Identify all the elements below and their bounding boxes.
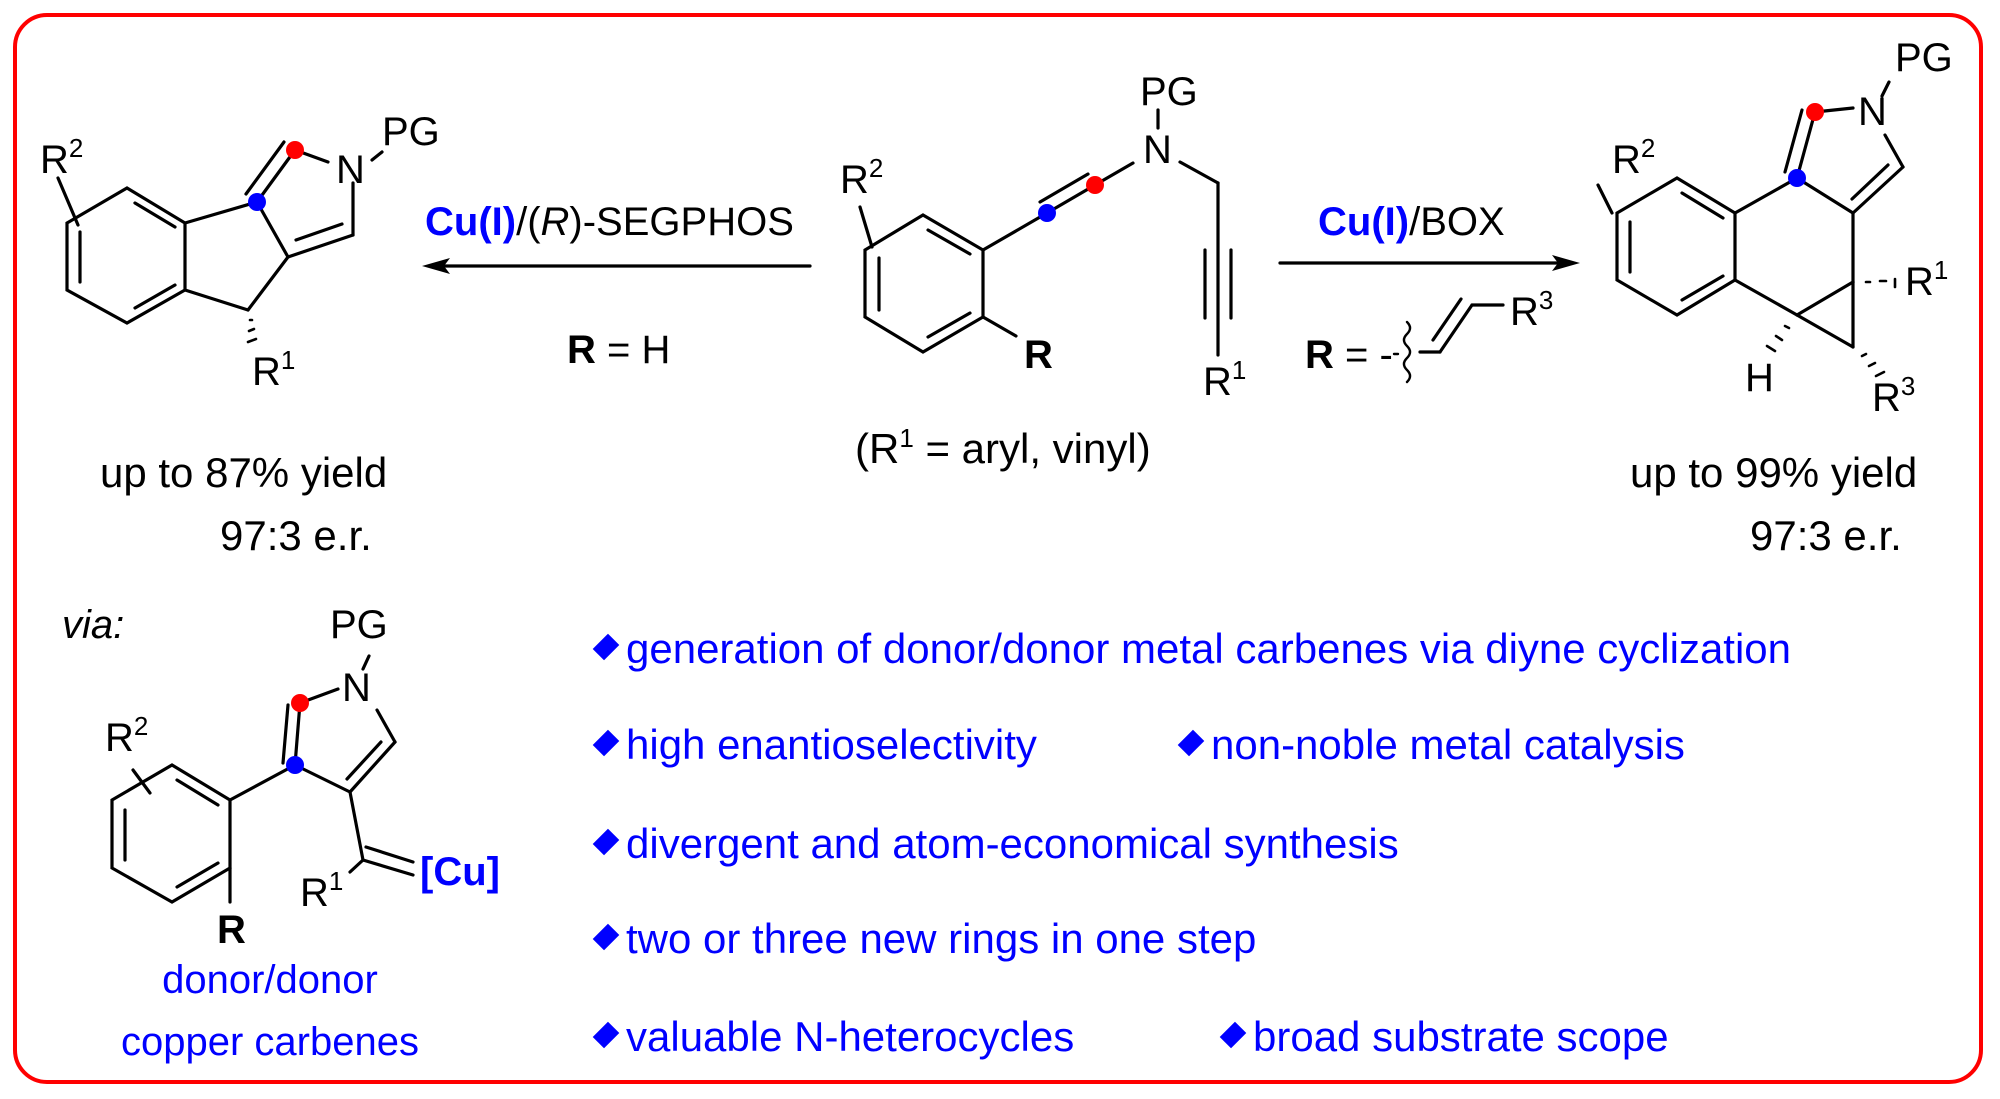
left-catalyst-metal: Cu(I): [425, 200, 517, 244]
intermediate-structure: [110, 654, 415, 904]
left-yield: up to 87% yield: [100, 449, 388, 496]
intermediate-carbon-highlight-red: [291, 694, 309, 712]
left-benzene-ring: [65, 186, 187, 325]
intermediate-caption-line2: copper carbenes: [121, 1020, 419, 1064]
intermediate-carbon-highlight-blue: [286, 756, 304, 774]
right-carbon-highlight-blue: [1788, 169, 1806, 187]
intermediate-r1-label: R1: [300, 866, 344, 915]
highlight-atoms: [248, 103, 1824, 774]
via-label: via:: [62, 603, 125, 647]
right-benzene-ring: [1615, 176, 1737, 317]
left-carbon-highlight-red: [286, 141, 304, 159]
highlight-item: generation of donor/donor metal carbenes…: [592, 628, 1791, 670]
substrate-r1-label: R1: [1203, 355, 1247, 404]
substrate-benzene-ring: [863, 213, 985, 354]
right-r3-label: R3: [1872, 371, 1916, 420]
substrate-carbon-highlight-red: [1086, 176, 1104, 194]
substrate-structure: [858, 108, 1233, 357]
left-pg-label: PG: [382, 110, 440, 154]
substrate-r2-label: R2: [840, 153, 884, 202]
substrate-carbon-highlight-blue: [1038, 204, 1056, 222]
substrate-nitrogen-label: N: [1143, 128, 1172, 172]
right-arrowhead: [1552, 255, 1580, 271]
right-catalyst-metal: Cu(I): [1318, 200, 1410, 244]
right-r2-label: R2: [1612, 133, 1656, 182]
right-condition-r3-label: R3: [1510, 285, 1554, 334]
intermediate-benzene-ring: [110, 763, 232, 904]
right-catalyst: Cu(I)/BOX: [1318, 200, 1505, 244]
intermediate-r2-label: R2: [105, 711, 149, 760]
substrate-note: (R1 = aryl, vinyl): [855, 423, 1151, 472]
right-product-structure: [1596, 80, 1905, 378]
right-pg-label: PG: [1895, 36, 1953, 80]
graphical-abstract-frame: [13, 13, 1983, 1084]
vinyl-substituent: [1392, 297, 1505, 384]
intermediate-r-label: R: [217, 908, 246, 952]
intermediate-caption-line1: donor/donor: [162, 958, 378, 1002]
left-nitrogen-label: N: [336, 148, 365, 192]
right-carbon-highlight-red: [1806, 103, 1824, 121]
highlight-item: broad substrate scope: [1219, 1016, 1669, 1058]
left-product-structure: [56, 140, 384, 344]
left-r1-label: R1: [252, 345, 296, 394]
substrate-pg-label: PG: [1140, 70, 1198, 114]
right-condition: R = -: [1305, 333, 1393, 377]
right-yield: up to 99% yield: [1630, 449, 1918, 496]
highlight-item: high enantioselectivity: [592, 724, 1037, 766]
left-r2-label: R2: [40, 133, 84, 182]
left-carbon-highlight-blue: [248, 193, 266, 211]
left-catalyst: Cu(I)/(R)-SEGPHOS: [425, 200, 794, 244]
copper-carbene-metal-label: [Cu]: [420, 850, 500, 894]
right-h-label: H: [1745, 356, 1774, 400]
right-er: 97:3 e.r.: [1750, 512, 1902, 559]
intermediate-pg-label: PG: [330, 603, 388, 647]
intermediate-nitrogen-label: N: [342, 666, 371, 710]
right-nitrogen-label: N: [1858, 90, 1887, 134]
highlight-item: valuable N-heterocycles: [592, 1016, 1074, 1058]
right-r1-label: R1: [1905, 255, 1949, 304]
highlight-item: two or three new rings in one step: [592, 918, 1256, 960]
substrate-r-label: R: [1024, 333, 1053, 377]
left-condition: R = H: [567, 328, 671, 372]
left-arrowhead: [422, 258, 450, 274]
left-er: 97:3 e.r.: [220, 512, 372, 559]
highlight-item: non-noble metal catalysis: [1177, 724, 1685, 766]
highlight-item: divergent and atom-economical synthesis: [592, 823, 1399, 865]
